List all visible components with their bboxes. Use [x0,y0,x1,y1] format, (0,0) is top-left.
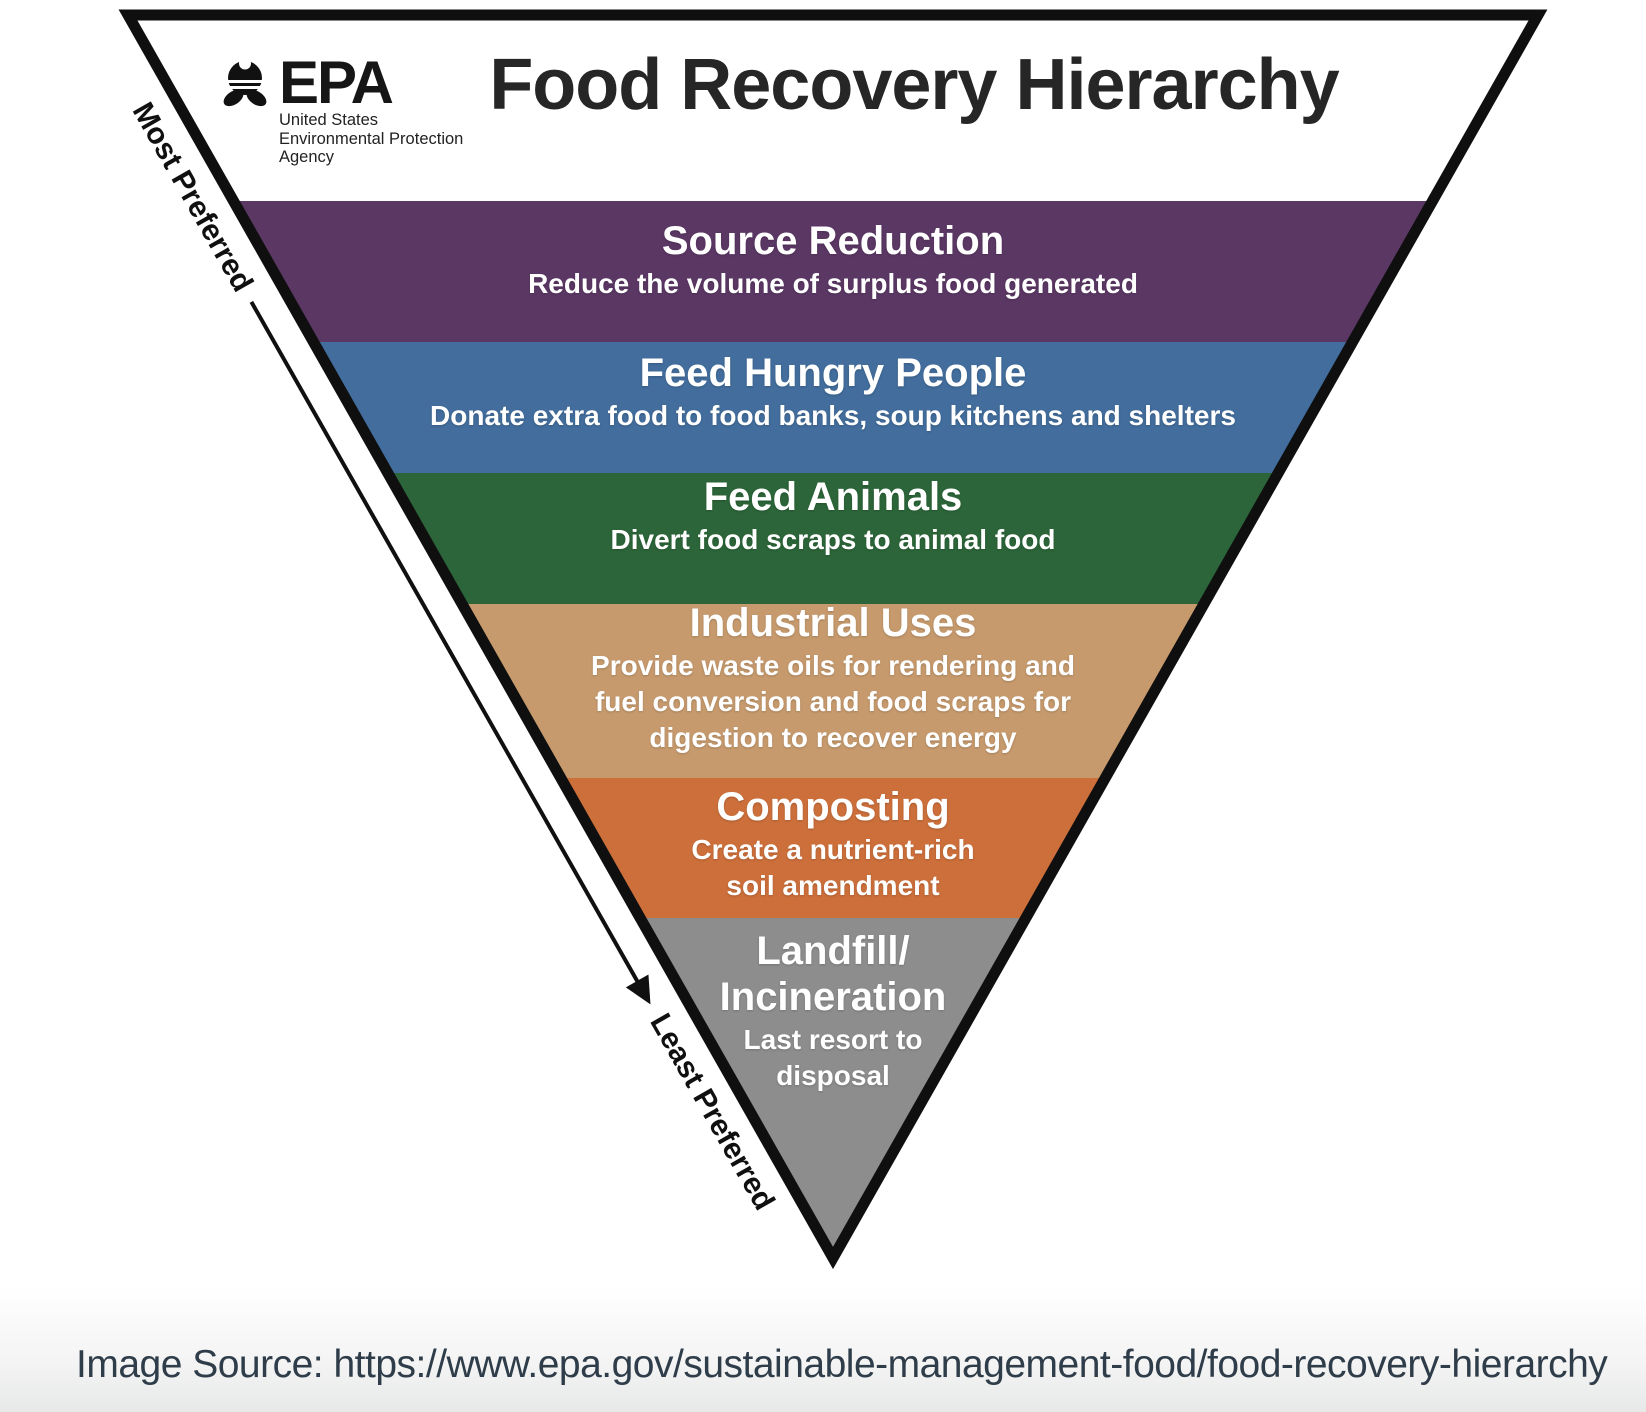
band-subtitle: Reduce the volume of surplus food genera… [528,268,1138,299]
band-label-feed-hungry-people: Feed Hungry People Donate extra food to … [128,350,1538,434]
band-label-industrial-uses: Industrial Uses Provide waste oils for r… [128,600,1538,755]
band-shape-feed-hungry-people [313,342,1353,473]
band-title: Landfill/ Incineration [719,929,947,1019]
band-title: Feed Hungry People [639,351,1027,395]
band-title: Source Reduction [661,219,1005,263]
band-label-source-reduction: Source Reduction Reduce the volume of su… [128,218,1538,302]
pyramid-outline [118,9,1548,1270]
epa-acronym: EPA [279,49,394,116]
page-title: Food Recovery Hierarchy [489,45,1339,125]
band-subtitle: Donate extra food to food banks, soup ki… [430,400,1236,431]
band-shape-landfill-incineration [640,918,1026,1258]
image-source-text: Image Source: https://www.epa.gov/sustai… [76,1343,1608,1386]
band-subtitle: Divert food scraps to animal food [610,524,1056,555]
band-label-composting: Composting Create a nutrient-rich soil a… [128,784,1538,904]
epa-org-name: United States Environmental Protection A… [279,111,464,167]
band-shape-source-reduction [233,201,1433,342]
epa-logo: EPA United States Environmental Protecti… [220,49,464,167]
band-title: Industrial Uses [689,601,977,645]
image-source-bar: Image Source: https://www.epa.gov/sustai… [0,1287,1646,1412]
band-subtitle: Create a nutrient-rich soil amendment [691,834,975,901]
band-shape-feed-animals [387,473,1279,604]
band-title: Composting [716,785,950,829]
band-subtitle: Last resort to disposal [743,1024,923,1091]
band-title: Feed Animals [703,475,963,519]
epa-flower-icon [223,58,267,107]
band-label-feed-animals: Feed Animals Divert food scraps to anima… [128,474,1538,558]
band-label-landfill-incineration: Landfill/ Incineration Last resort to di… [128,928,1538,1094]
epa-text: EPA United States Environmental Protecti… [279,49,464,167]
band-subtitle: Provide waste oils for rendering and fue… [591,650,1075,753]
band-shape-industrial-uses [462,604,1204,778]
band-shape-composting [560,778,1106,918]
